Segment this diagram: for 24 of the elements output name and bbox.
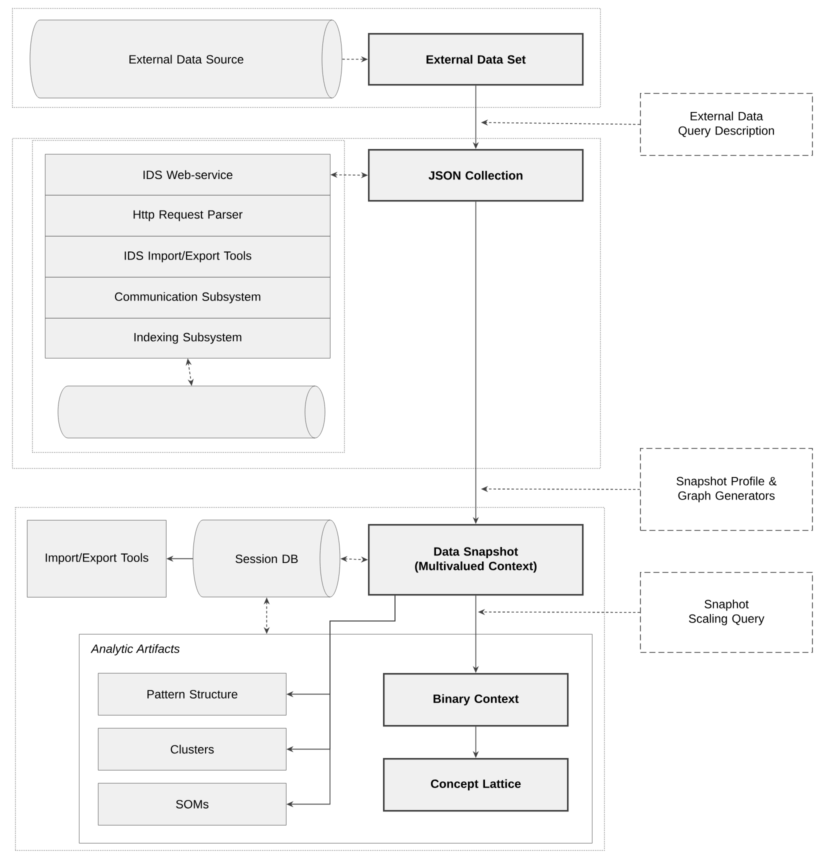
group-frame: [32, 140, 345, 453]
note-box: Snaphot Scaling Query: [640, 572, 813, 653]
data-box: JSON Collection: [368, 149, 584, 202]
stack-layer: IDS Web-service: [45, 154, 330, 196]
process-box: Pattern Structure: [98, 673, 286, 716]
data-box: External Data Set: [368, 33, 584, 86]
process-box: SOMs: [98, 783, 286, 826]
process-box: Import/Export Tools: [27, 520, 166, 598]
note-box: Snapshot Profile & Graph Generators: [640, 448, 813, 531]
stack-layer: IDS Import/Export Tools: [45, 236, 330, 278]
stack-layer: Communication Subsystem: [45, 277, 330, 318]
process-box: Clusters: [98, 728, 286, 770]
group-frame: [12, 8, 601, 108]
data-box: Data Snapshot (Multivalued Context): [368, 524, 584, 596]
database-cylinder: [58, 386, 326, 438]
group-frame: [12, 138, 601, 469]
note-box: External Data Query Description: [640, 93, 813, 156]
data-box: Binary Context: [383, 673, 569, 727]
group-frame: [15, 507, 605, 851]
data-box: Concept Lattice: [383, 758, 569, 812]
stack-layer: Indexing Subsystem: [45, 318, 330, 358]
database-cylinder: External Data Source: [30, 20, 342, 98]
stack-layer: Http Request Parser: [45, 195, 330, 236]
database-cylinder: Session DB: [192, 520, 340, 598]
